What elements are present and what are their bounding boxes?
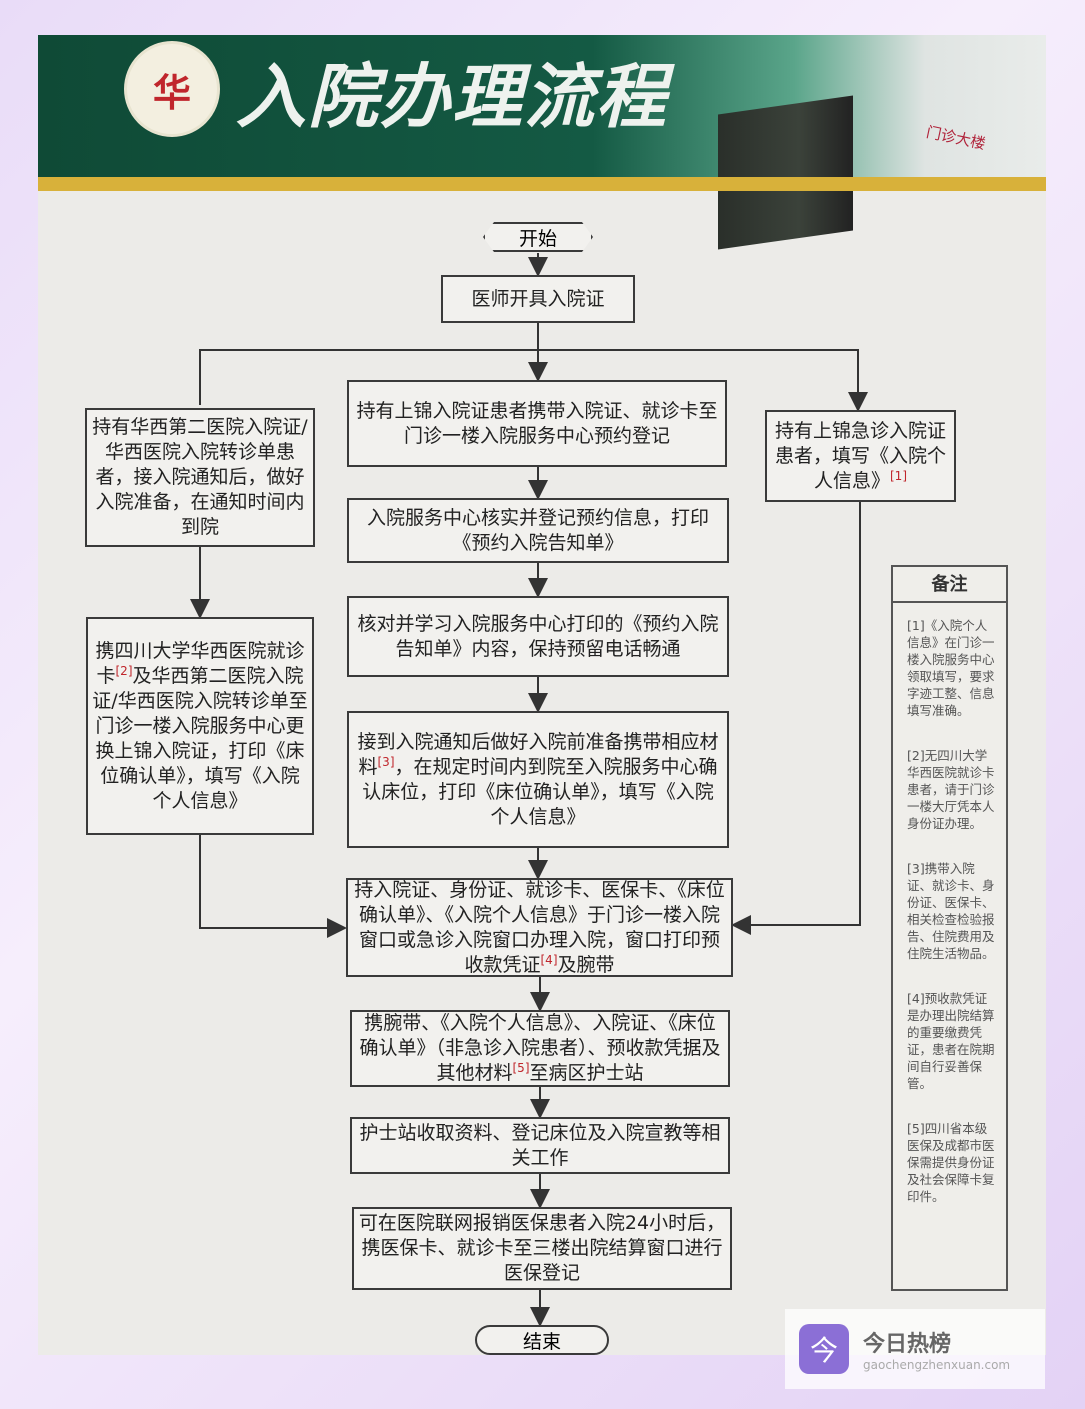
watermark-name: 今日热榜: [863, 1332, 952, 1357]
notes-panel: 备注 [1]《入院个人信息》在门诊一楼入院服务中心领取填写，要求字迹工整、信息填…: [891, 565, 1008, 1291]
page-title: 入院办理流程: [236, 56, 668, 138]
footnote-ref: [3]: [377, 754, 395, 769]
gold-stripe: [38, 177, 1046, 191]
shangjin-appointment-node: 持有上锦入院证患者携带入院证、就诊卡至门诊一楼入院服务中心预约登记: [347, 380, 727, 467]
insurance-registration-node: 可在医院联网报销医保患者入院24小时后，携医保卡、就诊卡至三楼出院结算窗口进行医…: [352, 1207, 732, 1290]
doctor-issues-admission-node: 医师开具入院证: [441, 275, 635, 323]
footnote-ref: [4]: [540, 952, 558, 967]
watermark-logo-icon: 今: [799, 1324, 849, 1374]
flow-arrows: [190, 253, 868, 1327]
confirm-bed-node: 接到入院通知后做好入院前准备携带相应材料[3]，在规定时间内到院至入院服务中心确…: [347, 711, 729, 848]
nurse-station-node: 护士站收取资料、登记床位及入院宣教等相关工作: [350, 1117, 730, 1174]
note-3: [3]携带入院证、就诊卡、身份证、医保卡、相关检查检验报告、住院费用及住院生活物…: [907, 861, 995, 961]
footnote-ref: [1]: [890, 468, 907, 483]
watermark: 今 今日热榜 gaochengzhenxuan.com: [785, 1309, 1045, 1389]
poster: 华 入院办理流程 门诊大楼 开始 医师开具入院证 持有华西第二医院入院证/华西医…: [38, 35, 1046, 1355]
node-text: 持有上锦急诊入院证患者，填写《入院个人信息》: [774, 419, 946, 492]
node-text: 携四川大学华西医院就诊卡: [95, 639, 305, 687]
node-text: 接到入院通知后做好入院前准备携带相应材料: [357, 730, 719, 778]
node-text: 携腕带、《入院个人信息》、入院证、《床位确认单》（非急诊入院患者）、预收款凭据及…: [359, 1012, 721, 1084]
node-text: 及华西第二医院入院证/华西医院入院转诊单至门诊一楼入院服务中心更换上锦入院证，打…: [92, 664, 308, 812]
notes-title: 备注: [893, 567, 1006, 603]
watermark-url: gaochengzhenxuan.com: [863, 1358, 1011, 1372]
footnote-ref: [5]: [512, 1061, 530, 1075]
footnote-ref: [2]: [115, 663, 133, 678]
exchange-admission-card-node: 携四川大学华西医院就诊卡[2]及华西第二医院入院证/华西医院入院转诊单至门诊一楼…: [86, 617, 314, 835]
go-to-ward-node: 携腕带、《入院个人信息》、入院证、《床位确认单》（非急诊入院患者）、预收款凭据及…: [350, 1010, 730, 1087]
node-text: ，在规定时间内到院至入院服务中心确认床位，打印《床位确认单》，填写《入院个人信息…: [362, 755, 718, 828]
note-2: [2]无四川大学华西医院就诊卡患者，请于门诊一楼大厅凭本人身份证办理。: [907, 748, 995, 831]
emergency-admission-node: 持有上锦急诊入院证患者，填写《入院个人信息》[1]: [765, 410, 956, 502]
west-china-second-hospital-node: 持有华西第二医院入院证/华西医院入院转诊单患者，接入院通知后，做好入院准备，在通…: [85, 408, 315, 547]
hospital-seal-logo: 华: [124, 41, 220, 137]
note-1: [1]《入院个人信息》在门诊一楼入院服务中心领取填写，要求字迹工整、信息填写准确…: [907, 618, 995, 718]
verify-appointment-node: 入院服务中心核实并登记预约信息，打印《预约入院告知单》: [347, 498, 729, 563]
review-notice-node: 核对并学习入院服务中心打印的《预约入院告知单》内容，保持预留电话畅通: [347, 596, 729, 677]
admission-window-node: 持入院证、身份证、就诊卡、医保卡、《床位确认单》、《入院个人信息》于门诊一楼入院…: [346, 878, 733, 977]
node-text: 至病区护士站: [529, 1062, 644, 1084]
arrow: [731, 502, 861, 935]
node-text: 持入院证、身份证、就诊卡、医保卡、《床位确认单》、《入院个人信息》于门诊一楼入院…: [354, 878, 725, 976]
note-5: [5]四川省本级医保及成都市医保需提供身份证及社会保障卡复印件。: [907, 1121, 995, 1204]
seal-text: 华: [152, 70, 191, 115]
arrow: [199, 835, 347, 938]
end-node: 结束: [475, 1325, 609, 1355]
note-4: [4]预收款凭证是办理出院结算的重要缴费凭证，患者在院期间自行妥善保管。: [907, 991, 995, 1091]
start-node: 开始: [483, 222, 593, 252]
node-text: 及腕带: [557, 953, 615, 976]
arrow: [199, 349, 868, 412]
